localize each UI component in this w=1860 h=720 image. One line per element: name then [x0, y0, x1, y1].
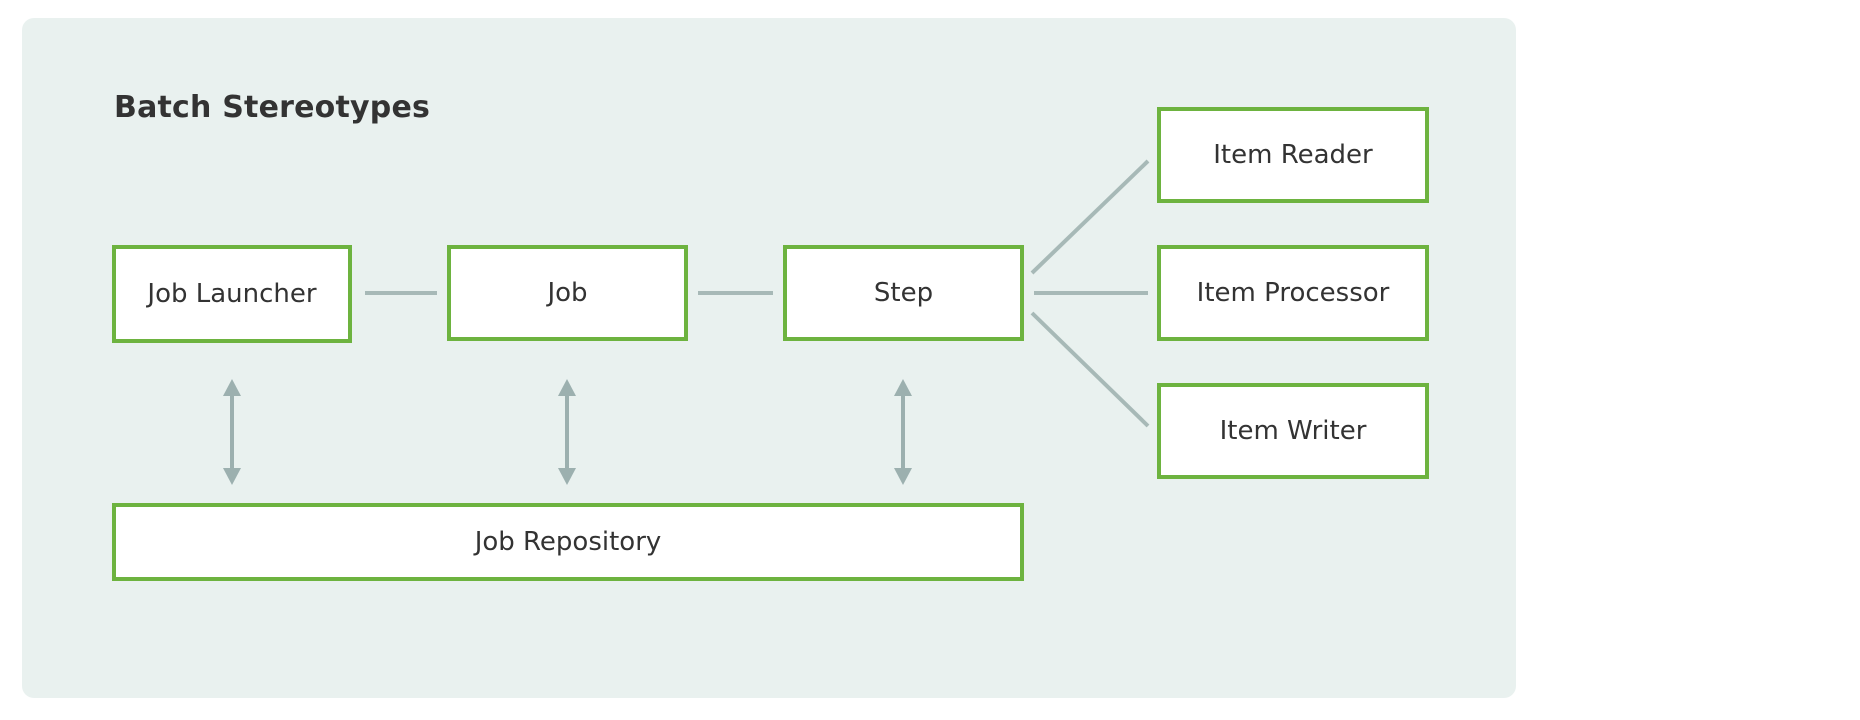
- node-job-launcher-label: Job Launcher: [147, 279, 317, 309]
- node-item-reader-label: Item Reader: [1213, 140, 1373, 170]
- node-item-processor: Item Processor: [1157, 245, 1429, 341]
- node-job-label: Job: [547, 278, 588, 308]
- double-arrow-joblauncher-repository: [223, 379, 241, 485]
- node-item-reader: Item Reader: [1157, 107, 1429, 203]
- edge-step-itemwriter: [1030, 311, 1150, 428]
- diagram-title: Batch Stereotypes: [114, 90, 431, 125]
- double-arrow-job-repository: [558, 379, 576, 485]
- double-arrow-step-repository: [894, 379, 912, 485]
- node-item-writer-label: Item Writer: [1219, 416, 1367, 446]
- node-job-repository: Job Repository: [112, 503, 1024, 581]
- node-job: Job: [447, 245, 688, 341]
- node-step: Step: [783, 245, 1024, 341]
- node-job-launcher: Job Launcher: [112, 245, 352, 343]
- node-job-repository-label: Job Repository: [474, 527, 662, 557]
- node-step-label: Step: [873, 278, 934, 308]
- batch-stereotypes-panel: Batch Stereotypes: [22, 18, 1516, 698]
- node-item-writer: Item Writer: [1157, 383, 1429, 479]
- node-item-processor-label: Item Processor: [1196, 278, 1390, 308]
- edge-step-itemreader: [1030, 159, 1150, 275]
